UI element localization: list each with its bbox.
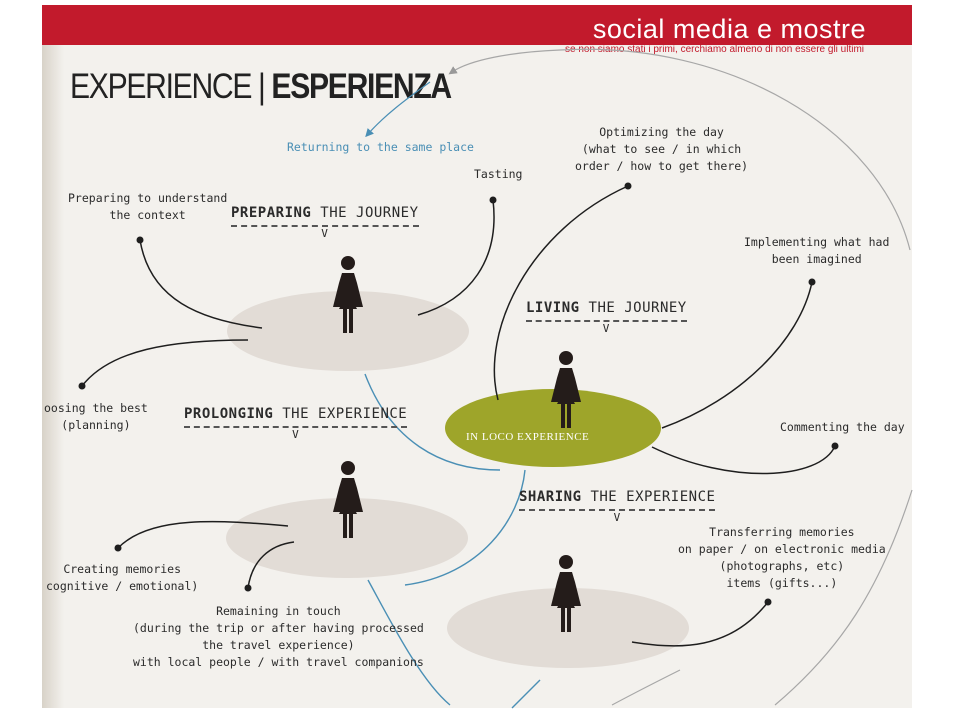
- stage-divider: [184, 426, 408, 428]
- stage-living-bold: LIVING: [526, 300, 580, 316]
- annotation-line: Implementing what had: [744, 235, 890, 249]
- stage-divider: [519, 509, 716, 511]
- annotation-line: Creating memories: [63, 562, 182, 576]
- header-bar-subtitle: se non siamo stati i primi, cerchiamo al…: [564, 44, 864, 55]
- stage-marker: V: [613, 511, 621, 524]
- annotation-preparing-context: Preparing to understand the context: [68, 190, 227, 224]
- platform-living: [445, 389, 661, 467]
- annotation-line: Optimizing the day: [599, 125, 724, 139]
- stage-marker: V: [602, 322, 610, 335]
- annotation-implementing: Implementing what had been imagined: [744, 234, 889, 268]
- callout-dot-icon: [78, 382, 86, 390]
- callout-dot-icon: [831, 442, 839, 450]
- stage-sharing-bold: SHARING: [519, 489, 582, 505]
- callout-dot-icon: [764, 598, 772, 606]
- callout-dot-icon: [136, 236, 144, 244]
- annotation-line: (what to see / in which: [581, 142, 742, 156]
- stage-preparing-bold: PREPARING: [231, 205, 312, 221]
- stage-sharing: SHARING THE EXPERIENCE V: [519, 489, 716, 524]
- platform-label: IN LOCO EXPERIENCE: [466, 431, 590, 443]
- flow-lines: [364, 373, 541, 709]
- annotation-line: order / how to get there): [575, 159, 749, 173]
- page-title: EXPERIENCE|ESPERIENZA: [70, 67, 452, 106]
- callout-dot-icon: [808, 278, 816, 286]
- title-italian: ESPERIENZA: [271, 67, 452, 106]
- annotation-line: (photographs, etc): [719, 559, 845, 573]
- annotation-returning: Returning to the same place: [287, 140, 474, 154]
- annotation-line: (planning): [61, 418, 131, 432]
- stage-marker: V: [292, 428, 300, 441]
- stage-prolonging: PROLONGING THE EXPERIENCE V: [184, 406, 408, 441]
- annotation-line: been imagined: [771, 252, 862, 266]
- annotation-line: items (gifts...): [726, 576, 838, 590]
- stage-preparing: PREPARING THE JOURNEY V: [231, 206, 419, 239]
- stage-living: LIVING THE JOURNEY V: [526, 301, 687, 334]
- annotation-line: cognitive / emotional): [46, 579, 199, 593]
- callout-dot-icon: [624, 182, 632, 190]
- annotation-tasting: Tasting: [474, 167, 523, 181]
- annotation-commenting: Commenting the day: [780, 420, 905, 434]
- header-bar: social media e mostre: [42, 5, 912, 45]
- callout-dot-icon: [244, 584, 252, 592]
- stage-divider: [231, 225, 419, 227]
- callout-dot-icon: [114, 544, 122, 552]
- annotation-line: (during the trip or after having process…: [133, 621, 424, 635]
- stage-divider: [526, 320, 687, 322]
- title-english: EXPERIENCE: [70, 67, 252, 106]
- stage-preparing-rest: THE JOURNEY: [320, 205, 419, 221]
- annotation-line: Preparing to understand: [68, 191, 228, 205]
- callout-dot-icon: [489, 196, 497, 204]
- annotation-line: the context: [109, 208, 186, 222]
- stage-prolonging-rest: THE EXPERIENCE: [282, 406, 408, 422]
- annotation-line: on paper / on electronic media: [678, 542, 886, 556]
- callout-lines: [81, 185, 836, 647]
- annotation-remaining: Remaining in touch (during the trip or a…: [133, 603, 424, 671]
- stage-prolonging-bold: PROLONGING: [184, 406, 274, 422]
- header-bar-title: social media e mostre: [592, 14, 866, 44]
- page-fold-shadow: [42, 45, 64, 708]
- scanned-page: social media e mostre se non siamo stati…: [42, 5, 912, 708]
- platform-preparing: [227, 291, 469, 371]
- stage-sharing-rest: THE EXPERIENCE: [590, 489, 716, 505]
- stage-living-rest: THE JOURNEY: [588, 300, 687, 316]
- stage-marker: V: [321, 227, 329, 240]
- platform-prolonging: [226, 498, 468, 578]
- return-loop: [365, 48, 913, 706]
- annotation-creating: Creating memories cognitive / emotional): [46, 561, 198, 595]
- annotation-transferring: Transferring memories on paper / on elec…: [678, 524, 886, 592]
- annotation-line: with local people / with travel companio…: [133, 655, 424, 669]
- title-separator: |: [258, 67, 266, 106]
- annotation-optimizing: Optimizing the day (what to see / in whi…: [575, 124, 748, 175]
- annotation-line: Remaining in touch: [216, 604, 341, 618]
- annotation-line: Transferring memories: [709, 525, 855, 539]
- annotation-line: oosing the best: [44, 401, 148, 415]
- annotation-choosing: oosing the best (planning): [44, 400, 148, 434]
- annotation-line: the travel experience): [202, 638, 355, 652]
